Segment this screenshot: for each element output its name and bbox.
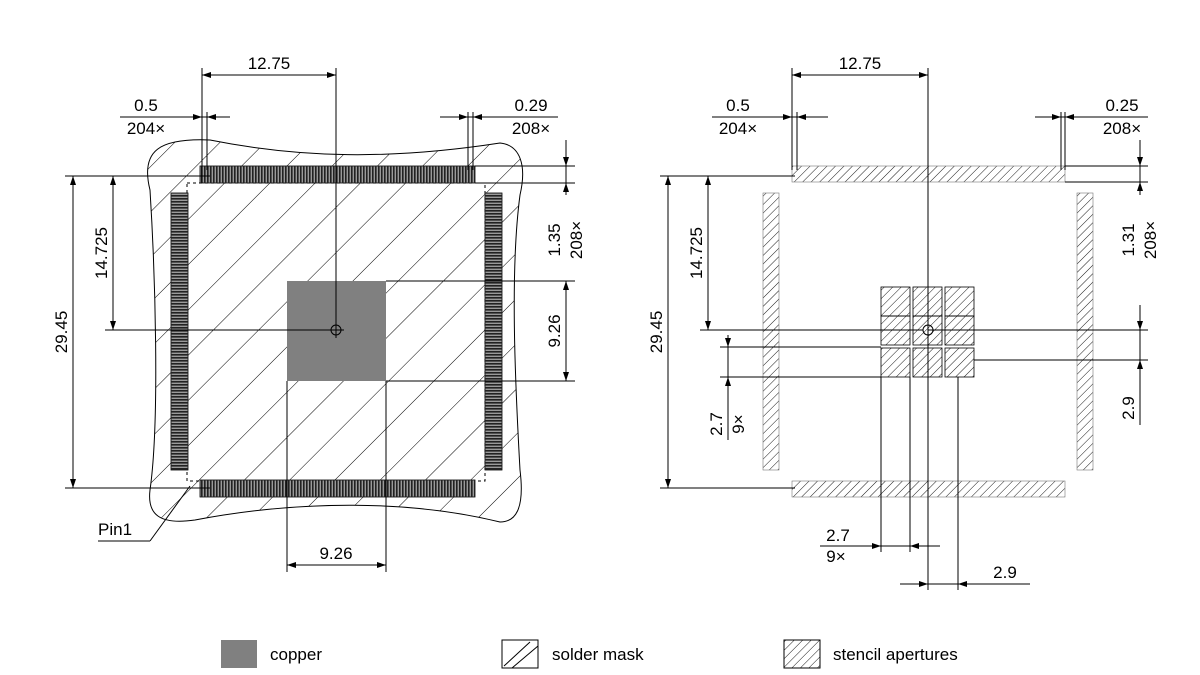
- pin1-label: Pin1: [98, 520, 132, 539]
- dim-half-span-right: 14.725: [687, 227, 706, 279]
- dim-pad-length-count: 208×: [567, 221, 586, 259]
- dim-aperture-length-count: 208×: [1141, 221, 1160, 259]
- dim-span-right: 29.45: [647, 311, 666, 354]
- dim-sub-aperture-h: 2.7: [826, 526, 850, 545]
- dim-aperture-width: 0.5: [726, 96, 750, 115]
- dim-pitch-x: 12.75: [248, 54, 291, 73]
- dim-sub-aperture-v: 2.7: [707, 412, 726, 436]
- dim-aperture-length: 1.31: [1119, 223, 1138, 256]
- stencil-row-right: [1076, 192, 1094, 471]
- dim-pad-length: 1.35: [545, 223, 564, 256]
- left-view: 12.75 0.5 204× 0.29 208× 1.35 208× 9.26 …: [52, 54, 586, 572]
- dim-span: 29.45: [52, 311, 71, 354]
- dim-sub-pitch-v: 2.9: [1119, 396, 1138, 420]
- dim-pad-width-count: 204×: [127, 119, 165, 138]
- dim-stencil-width-count: 208×: [1103, 119, 1141, 138]
- dim-aperture-width-count: 204×: [719, 119, 757, 138]
- legend: copper solder mask stencil apertures: [221, 639, 958, 669]
- right-dimension-lines: [660, 68, 1148, 590]
- legend-stencil-label: stencil apertures: [833, 645, 958, 664]
- dim-half-span: 14.725: [92, 227, 111, 279]
- dim-pitch-x-right: 12.75: [839, 54, 882, 73]
- left-dimension-lines: [65, 68, 575, 572]
- legend-solder-mask-label: solder mask: [552, 645, 644, 664]
- dim-sub-aperture-v-count: 9×: [729, 414, 748, 433]
- right-view: 12.75 0.5 204× 0.25 208× 1.31 208× 2.9 1…: [647, 54, 1160, 590]
- stencil-row-left: [762, 192, 780, 471]
- dim-stencil-width: 0.25: [1105, 96, 1138, 115]
- legend-solder-mask-swatch: [501, 639, 539, 669]
- legend-copper-swatch: [221, 640, 257, 668]
- dim-sub-pitch-h: 2.9: [993, 563, 1017, 582]
- legend-copper-label: copper: [270, 645, 322, 664]
- legend-stencil-swatch: [783, 639, 821, 669]
- dim-mask-width-count: 208×: [512, 119, 550, 138]
- dim-sub-aperture-h-count: 9×: [826, 547, 845, 566]
- dim-mask-width: 0.29: [514, 96, 547, 115]
- dim-epad-height: 9.26: [545, 314, 564, 347]
- dim-epad-width: 9.26: [319, 544, 352, 563]
- dim-pad-width: 0.5: [134, 96, 158, 115]
